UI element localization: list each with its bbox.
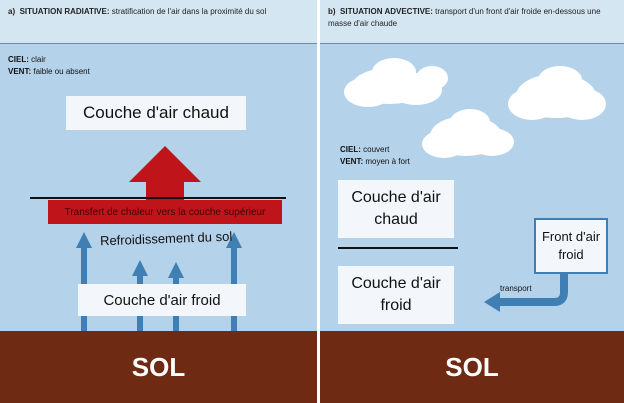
cold-air-layer-box: Couche d'air froid	[78, 284, 246, 316]
heat-transfer-arrow	[129, 146, 201, 202]
warm-air-layer-box: Couche d'air chaud	[66, 96, 246, 130]
cold-air-layer-box: Couche d'air froid	[338, 266, 454, 324]
sky-label: CIEL:	[8, 55, 29, 64]
transport-arrowhead	[484, 292, 500, 312]
cloud-icon	[344, 58, 448, 107]
wind-label: VENT:	[340, 157, 364, 166]
panel-divider	[317, 0, 320, 403]
wind-value: faible ou absent	[33, 67, 90, 76]
sky-value: couvert	[363, 145, 390, 154]
cloud-icon	[422, 109, 514, 158]
warm-air-layer-box: Couche d'air chaud	[338, 180, 454, 238]
cold-front-line2: froid	[558, 247, 584, 262]
radiative-panel: a) SITUATION RADIATIVE: stratification d…	[0, 0, 317, 403]
transport-arrow	[498, 272, 568, 306]
cold-front-box: Front d'air froid	[534, 218, 608, 274]
sky-value: clair	[31, 55, 46, 64]
ground-label: SOL	[0, 331, 317, 403]
wind-label: VENT:	[8, 67, 32, 76]
layer-boundary-line	[338, 247, 458, 249]
transport-label: transport	[500, 284, 532, 293]
cold-layer-line2: froid	[380, 297, 412, 314]
advective-header: b) SITUATION ADVECTIVE: transport d'un f…	[320, 0, 624, 44]
header-description: transport d'un front d'air froide en-des…	[328, 7, 601, 28]
clouds	[344, 58, 606, 312]
panel-letter: a)	[8, 7, 16, 16]
radiative-header: a) SITUATION RADIATIVE: stratification d…	[0, 0, 317, 44]
cold-front-line1: Front d'air	[541, 229, 601, 244]
header-description: stratification de l'air dans la proximit…	[111, 7, 267, 16]
panel-letter: b)	[328, 7, 336, 16]
layer-boundary-line	[30, 197, 286, 199]
sky-label: CIEL:	[340, 145, 361, 154]
advective-panel: b) SITUATION ADVECTIVE: transport d'un f…	[320, 0, 624, 403]
cloud-icon	[508, 66, 606, 120]
wind-value: moyen à fort	[365, 157, 410, 166]
cold-layer-line1: Couche d'air	[351, 275, 441, 292]
conditions: CIEL: clair VENT: faible ou absent	[8, 54, 90, 78]
header-title: SITUATION RADIATIVE:	[19, 7, 110, 16]
conditions: CIEL: couvert VENT: moyen à fort	[340, 144, 410, 168]
header-title: SITUATION ADVECTIVE:	[340, 7, 433, 16]
ground-label: SOL	[320, 331, 624, 403]
warm-layer-line1: Couche d'air	[351, 189, 441, 206]
heat-transfer-label: Transfert de chaleur vers la couche supé…	[48, 200, 282, 224]
warm-layer-line2: chaud	[374, 211, 418, 228]
